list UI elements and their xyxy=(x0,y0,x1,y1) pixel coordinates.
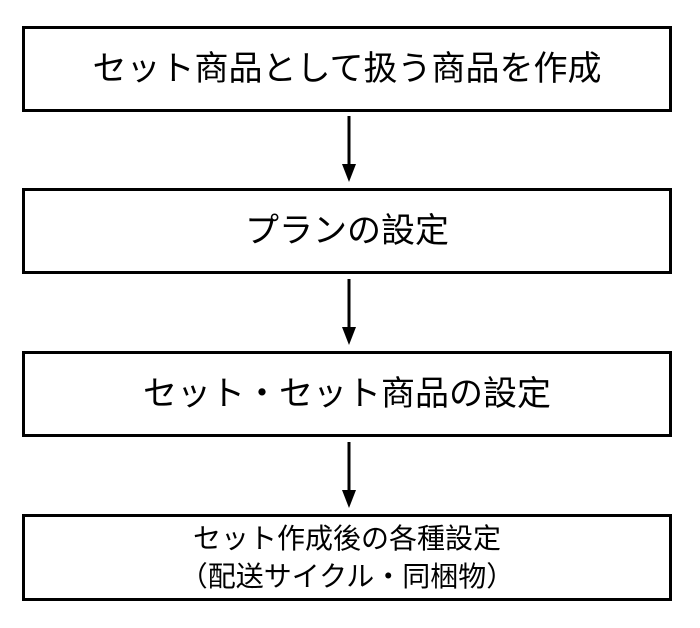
flow-step-label-line-1: セット作成後の各種設定 xyxy=(192,521,501,555)
down-arrow-icon xyxy=(342,442,356,508)
flow-step-plan-settings: プランの設定 xyxy=(22,188,672,274)
flow-step-create-product: セット商品として扱う商品を作成 xyxy=(22,26,672,112)
flow-step-label: プランの設定 xyxy=(245,210,449,251)
flow-step-label: セット商品として扱う商品を作成 xyxy=(92,48,602,89)
down-arrow-icon xyxy=(342,279,356,345)
flow-step-set-settings: セット・セット商品の設定 xyxy=(22,351,672,437)
down-arrow-icon xyxy=(342,116,356,182)
flow-step-post-creation-settings: セット作成後の各種設定 （配送サイクル・同梱物） xyxy=(22,514,672,601)
flow-step-label: セット・セット商品の設定 xyxy=(143,373,551,414)
flow-step-label-line-2: （配送サイクル・同梱物） xyxy=(179,559,515,593)
